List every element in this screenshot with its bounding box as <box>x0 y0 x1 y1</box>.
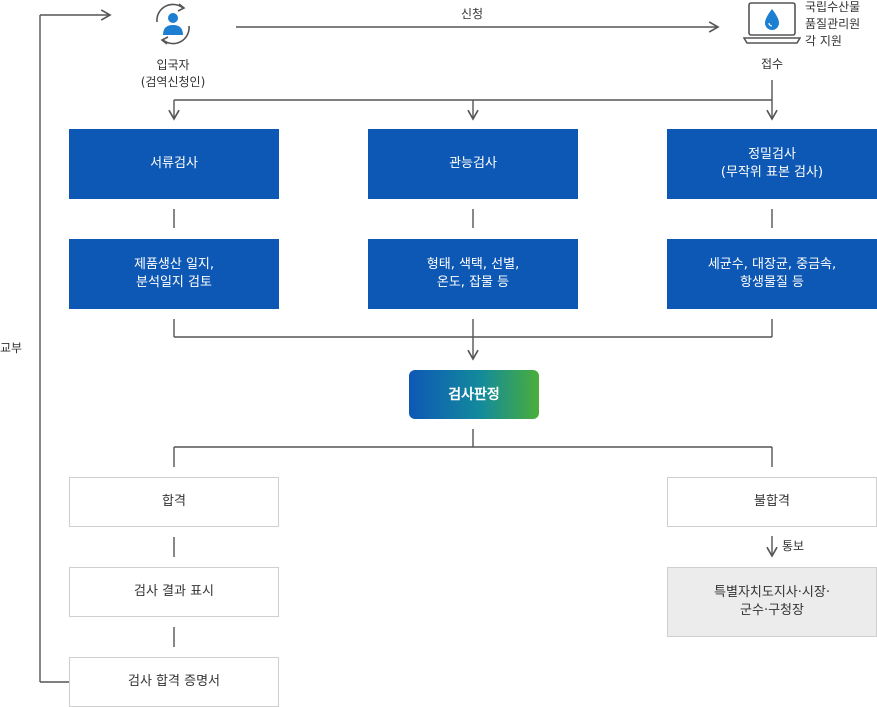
apply-label: 신청 <box>460 7 484 21</box>
applicant-label: 입국자 (검역신청인) <box>140 58 206 89</box>
issue-label: 교부 <box>0 340 26 357</box>
authority-box: 특별자치도지사·시장· 군수·구청장 <box>667 567 877 637</box>
notice-label: 통보 <box>782 539 805 553</box>
precision-inspection-box: 정밀검사 (무작위 표본 검사) <box>667 129 877 199</box>
institute-label: 국립수산물 품질관리원 각 지원 <box>805 0 861 48</box>
result-display-box: 검사 결과 표시 <box>69 567 279 617</box>
precision-inspection-detail: 세균수, 대장균, 중금속, 항생물질 등 <box>667 239 877 309</box>
pass-box: 합격 <box>69 477 279 527</box>
judgment-box: 검사판정 <box>409 370 539 419</box>
certificate-box: 검사 합격 증명서 <box>69 657 279 707</box>
sensory-inspection-detail: 형태, 색택, 선별, 온도, 잡물 등 <box>368 239 578 309</box>
person-refresh-icon <box>147 0 199 48</box>
fail-box: 불합격 <box>667 477 877 527</box>
sensory-inspection-box: 관능검사 <box>368 129 578 199</box>
laptop-drop-icon <box>742 0 802 46</box>
document-inspection-box: 서류검사 <box>69 129 279 199</box>
document-inspection-detail: 제품생산 일지, 분석일지 검토 <box>69 239 279 309</box>
receipt-label: 접수 <box>760 57 784 71</box>
